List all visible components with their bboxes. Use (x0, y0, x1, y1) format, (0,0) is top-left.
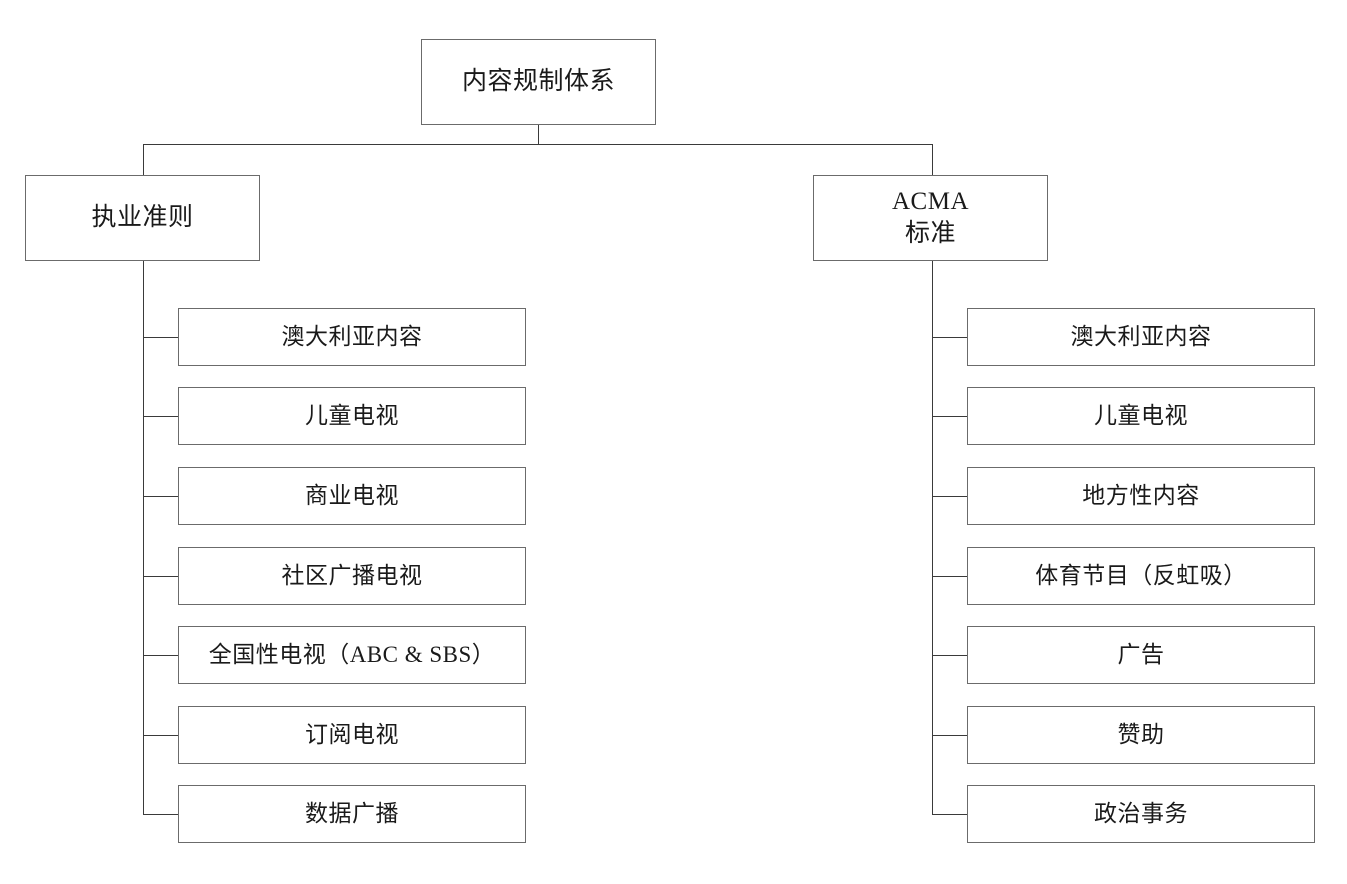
node-label: 社区广播电视 (281, 563, 423, 589)
node-leaf-left-7[interactable]: 数据广播 (178, 785, 526, 843)
connector-left-stub-2 (143, 416, 178, 417)
node-leaf-left-1[interactable]: 澳大利亚内容 (178, 308, 526, 366)
connector-right-trunk (932, 261, 933, 814)
node-leaf-left-3[interactable]: 商业电视 (178, 467, 526, 525)
node-label: 订阅电视 (305, 722, 399, 748)
connector-left-stub-1 (143, 337, 178, 338)
connector-right-stub-2 (932, 416, 967, 417)
node-leaf-left-6[interactable]: 订阅电视 (178, 706, 526, 764)
connector-branch-bus (143, 144, 933, 145)
node-label: 商业电视 (305, 483, 399, 509)
connector-left-stub-6 (143, 735, 178, 736)
node-label: 澳大利亚内容 (281, 324, 423, 350)
node-label-block: ACMA 标准 (892, 186, 969, 251)
node-label: 体育节目（反虹吸） (1035, 563, 1247, 589)
node-label-line-1: ACMA (891, 187, 969, 215)
connector-right-stub-4 (932, 576, 967, 577)
node-leaf-right-2[interactable]: 儿童电视 (967, 387, 1315, 445)
connector-left-stub-3 (143, 496, 178, 497)
connector-bus-to-left-branch (143, 144, 144, 176)
node-leaf-right-4[interactable]: 体育节目（反虹吸） (967, 547, 1315, 605)
node-root-content-regulation-system[interactable]: 内容规制体系 (421, 39, 656, 125)
node-label: 数据广播 (305, 801, 399, 827)
node-leaf-right-7[interactable]: 政治事务 (967, 785, 1315, 843)
connector-bus-to-right-branch (932, 144, 933, 176)
connector-right-stub-7 (932, 814, 967, 815)
node-label: 赞助 (1117, 722, 1165, 748)
node-leaf-left-5[interactable]: 全国性电视（ABC & SBS） (178, 626, 526, 684)
node-branch-codes-of-practice[interactable]: 执业准则 (25, 175, 260, 261)
node-label: 广告 (1117, 642, 1165, 668)
node-label: 澳大利亚内容 (1070, 324, 1212, 350)
node-label: 儿童电视 (305, 403, 399, 429)
node-label: 政治事务 (1094, 801, 1188, 827)
node-branch-acma-standards[interactable]: ACMA 标准 (813, 175, 1048, 261)
node-label: 全国性电视（ABC & SBS） (208, 642, 496, 668)
connector-right-stub-6 (932, 735, 967, 736)
node-leaf-right-1[interactable]: 澳大利亚内容 (967, 308, 1315, 366)
node-leaf-left-4[interactable]: 社区广播电视 (178, 547, 526, 605)
connector-right-stub-3 (932, 496, 967, 497)
node-label-line-2: 标准 (904, 220, 956, 247)
node-leaf-left-2[interactable]: 儿童电视 (178, 387, 526, 445)
node-label: 内容规制体系 (461, 67, 615, 95)
node-leaf-right-5[interactable]: 广告 (967, 626, 1315, 684)
node-label: 地方性内容 (1082, 483, 1200, 509)
node-label: 儿童电视 (1094, 403, 1188, 429)
node-leaf-right-3[interactable]: 地方性内容 (967, 467, 1315, 525)
connector-left-stub-7 (143, 814, 178, 815)
connector-right-stub-1 (932, 337, 967, 338)
connector-left-stub-5 (143, 655, 178, 656)
node-label: 执业准则 (91, 203, 194, 231)
connector-left-stub-4 (143, 576, 178, 577)
node-leaf-right-6[interactable]: 赞助 (967, 706, 1315, 764)
connector-left-trunk (143, 261, 144, 814)
connector-root-stem (538, 125, 539, 145)
connector-right-stub-5 (932, 655, 967, 656)
